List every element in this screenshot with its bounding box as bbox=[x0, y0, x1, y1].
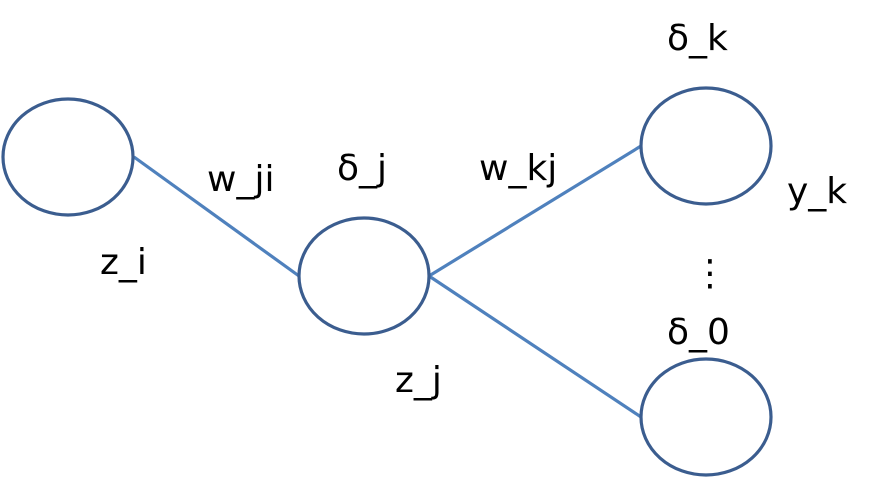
edge-input-hidden bbox=[133, 155, 300, 278]
label-vertical-ellipsis: ⋮ bbox=[692, 253, 728, 294]
label-z-i: z_i bbox=[100, 242, 147, 283]
label-w-kj: w_kj bbox=[479, 148, 557, 189]
label-w-ji: w_ji bbox=[207, 159, 274, 200]
edge-hidden-output-k bbox=[428, 144, 642, 278]
label-z-j: z_j bbox=[395, 360, 442, 401]
output-node-0 bbox=[639, 357, 773, 477]
output-node-k bbox=[639, 86, 773, 206]
edge-hidden-output-0 bbox=[428, 274, 642, 419]
label-delta-0: δ_0 bbox=[667, 312, 730, 353]
label-delta-k: δ_k bbox=[667, 18, 728, 59]
hidden-node bbox=[297, 216, 431, 336]
input-node bbox=[1, 97, 135, 217]
label-y-k: y_k bbox=[787, 171, 847, 212]
label-delta-j: δ_j bbox=[337, 148, 387, 189]
